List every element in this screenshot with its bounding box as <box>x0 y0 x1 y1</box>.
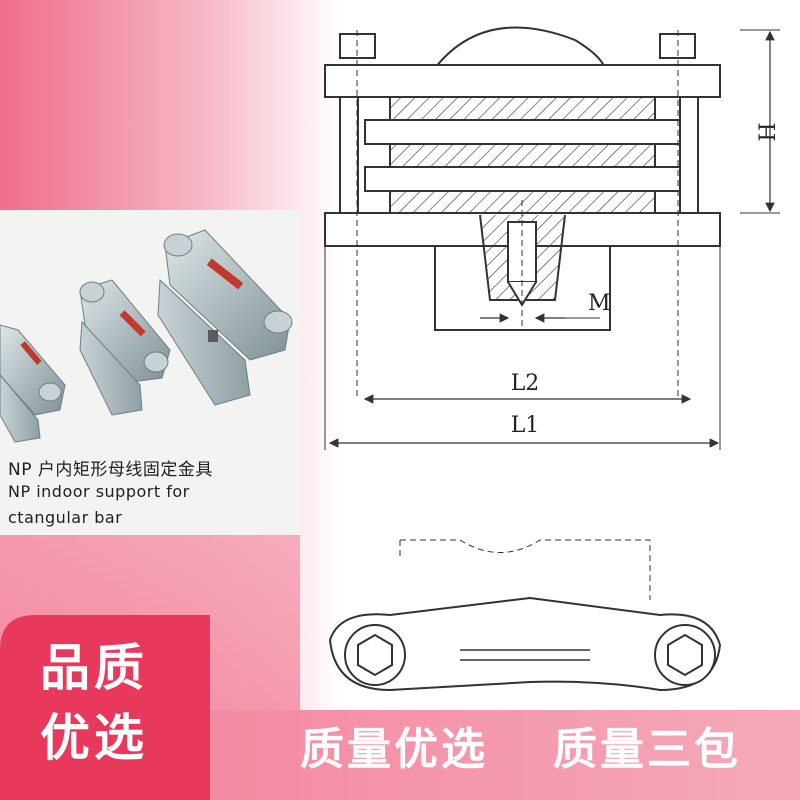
quality-badge <box>0 615 210 800</box>
badge-text-line2: 优选 <box>40 709 148 767</box>
caption-chinese: NP 户内矩形母线固定金具 <box>8 460 213 480</box>
dimension-label-l1: L1 <box>511 413 540 438</box>
product-photo <box>0 210 300 535</box>
small-clamp <box>0 324 66 443</box>
slogan-text-1: 质量优选 <box>300 724 488 775</box>
clamp-fittings-illustration <box>0 229 293 443</box>
dimension-label-h: H <box>756 122 781 141</box>
medium-clamp <box>79 279 171 416</box>
badge-text-line1: 品质 <box>40 639 148 697</box>
slogan-text-2: 质量三包 <box>553 724 741 775</box>
dimension-label-l2: L2 <box>511 371 540 396</box>
technical-drawing: H M L2 L1 <box>324 26 781 692</box>
dimension-label-m: M <box>588 291 611 316</box>
caption-english-line1: NP indoor support for <box>8 482 190 501</box>
large-clamp <box>157 229 293 406</box>
slogan-banner <box>210 710 800 800</box>
caption-english-line2: ctangular bar <box>8 508 123 527</box>
